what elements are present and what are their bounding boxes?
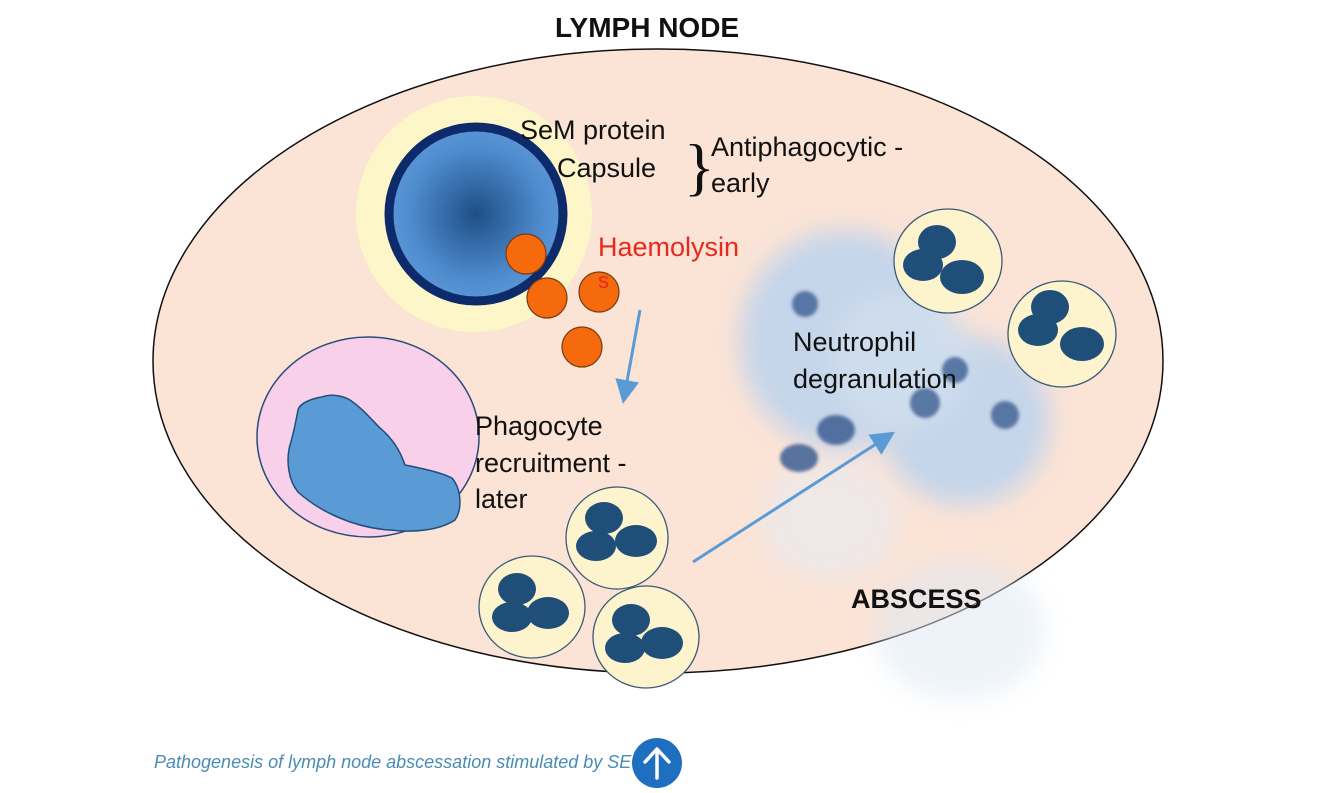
antiphagocytic-label: Antiphagocytic - <box>711 132 904 162</box>
recruitment-arrow <box>615 309 642 404</box>
antiphagocytic-early-label: early <box>711 168 770 198</box>
arrow-up-icon <box>643 747 671 780</box>
bacterium <box>384 122 568 306</box>
degranulation-granules <box>780 291 1019 472</box>
neutrophil-lower-right <box>592 585 700 689</box>
curly-brace: } <box>684 131 715 202</box>
haemolysin-dots <box>505 233 620 368</box>
phagocyte-label-line1: Phagocyte <box>475 411 603 441</box>
phagocyte-nucleus <box>287 394 461 532</box>
scroll-to-top-button[interactable] <box>632 738 682 788</box>
neutrophil-mid <box>565 486 669 590</box>
neutrophil-top <box>893 208 1003 314</box>
diagram-title: LYMPH NODE <box>555 12 740 43</box>
capsule-label: Capsule <box>557 153 657 183</box>
neutrophil-label-line1: Neutrophil <box>793 327 917 357</box>
neutrophil-right <box>1007 280 1117 388</box>
abscess-label: ABSCESS <box>851 584 982 614</box>
sem-protein-label: SeM protein <box>520 115 666 145</box>
haemolysin-label-suffix: s <box>598 268 609 293</box>
abscess-cloud <box>740 230 1050 700</box>
haemolysin-label: Haemolysin <box>598 232 740 262</box>
phagocyte-label-line2: recruitment - <box>475 448 627 478</box>
neutrophil-label-line2: degranulation <box>793 364 957 394</box>
neutrophil-lower-left <box>478 555 586 659</box>
figure-caption: Pathogenesis of lymph node abscessation … <box>154 752 632 772</box>
phagocyte-label-line3: later <box>475 484 528 514</box>
degranulation-arrow <box>692 431 896 564</box>
